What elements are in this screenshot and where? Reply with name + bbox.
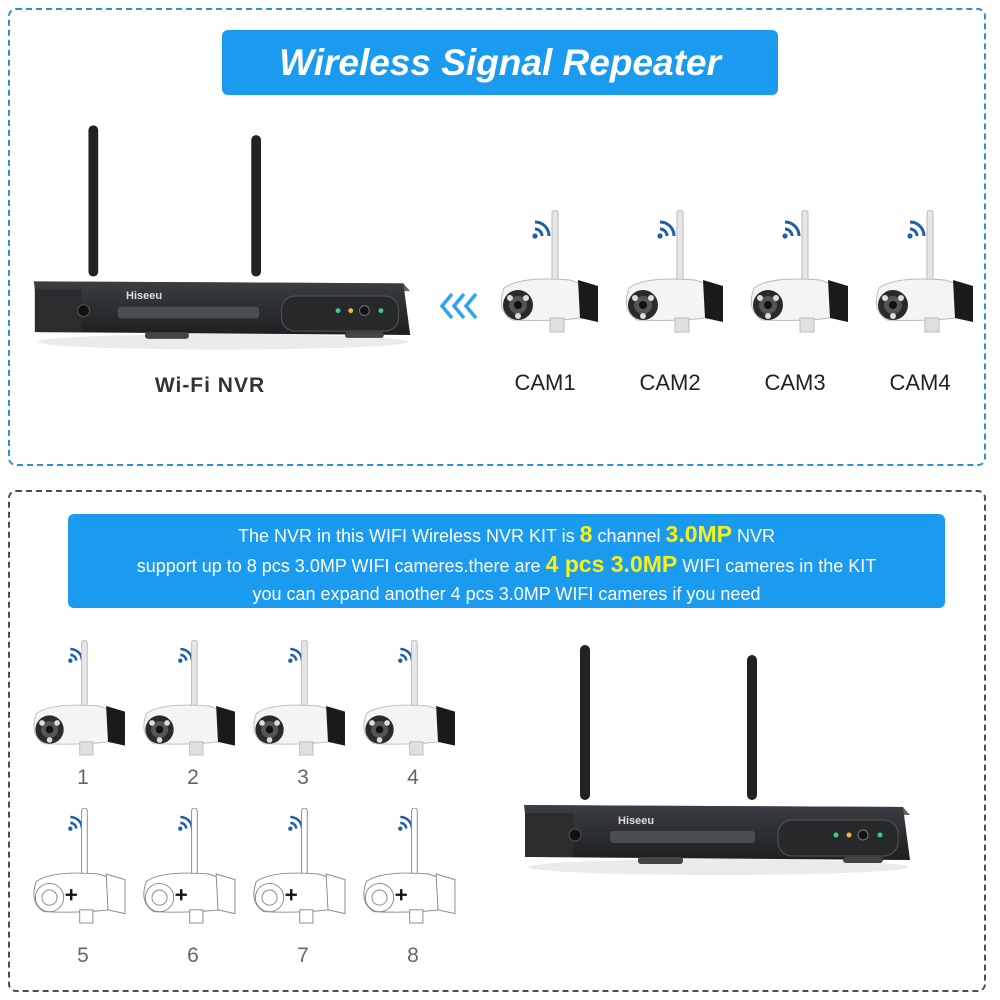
info-line-2: support up to 8 pcs 3.0MP WIFI cameres.t…: [68, 550, 945, 580]
nvr-image: [33, 125, 411, 350]
camera-image: [875, 210, 974, 333]
info-text: channel: [592, 526, 666, 546]
camera-label: CAM4: [889, 370, 951, 395]
camera-slot-empty: [362, 808, 457, 925]
slot-number: 5: [77, 944, 89, 967]
slot-number: 8: [407, 944, 419, 967]
info-banner: The NVR in this WIFI Wireless NVR KIT is…: [68, 514, 945, 608]
camera-slot-installed: [33, 640, 126, 756]
section-title: Wireless Signal Repeater: [222, 30, 778, 95]
info-highlight: 8: [579, 521, 593, 547]
camera-image: [750, 210, 849, 333]
camera-image: [500, 210, 599, 333]
nvr-image-bottom: [523, 645, 911, 875]
slot-number: 2: [187, 766, 199, 789]
info-highlight: 3.0MP: [665, 521, 733, 547]
bottom-section-frame: [8, 490, 986, 992]
slot-number: 6: [187, 944, 199, 967]
nvr-brand-logo: Hiseeu: [126, 290, 163, 302]
info-text: WIFI cameres in the KIT: [677, 556, 877, 576]
info-line-3: you can expand another 4 pcs 3.0MP WIFI …: [252, 584, 761, 604]
info-line-1: The NVR in this WIFI Wireless NVR KIT is…: [68, 520, 945, 550]
info-highlight: 4 pcs 3.0MP: [545, 551, 678, 577]
camera-label: CAM2: [639, 370, 701, 395]
camera-slot-empty: [252, 808, 347, 925]
slot-number: 3: [297, 766, 309, 789]
camera-slot-installed: [143, 640, 236, 756]
slot-number: 1: [77, 766, 89, 789]
camera-slot-empty: [32, 808, 127, 925]
camera-label: CAM3: [764, 370, 826, 395]
camera-slot-empty: [142, 808, 237, 925]
slot-number: 7: [297, 944, 309, 967]
info-text: support up to 8 pcs 3.0MP WIFI cameres.t…: [136, 556, 546, 576]
camera-slot-installed: [253, 640, 346, 756]
slot-number: 4: [407, 766, 419, 789]
nvr-label: Wi-Fi NVR: [154, 374, 266, 397]
top-section-frame: [8, 8, 986, 466]
info-text: NVR: [732, 526, 776, 546]
info-text: The NVR in this WIFI Wireless NVR KIT is: [237, 526, 580, 546]
nvr-brand-logo-bottom: Hiseeu: [618, 815, 655, 827]
camera-slot-installed: [363, 640, 456, 756]
camera-image: [625, 210, 724, 333]
camera-label: CAM1: [514, 370, 576, 395]
signal-chevrons-icon: [439, 292, 478, 320]
